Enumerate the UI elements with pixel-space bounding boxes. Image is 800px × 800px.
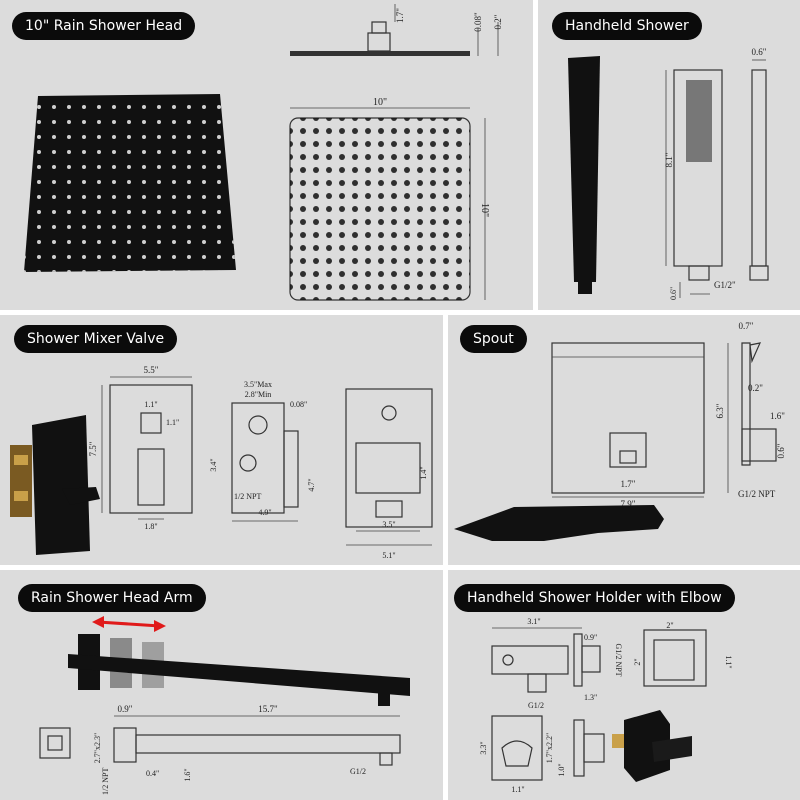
handheld-side-view: [751, 69, 767, 267]
spout-title: Spout: [460, 325, 527, 353]
dim-min: 2.8"Min: [245, 390, 272, 399]
dim-d51: 5.1": [382, 551, 395, 560]
dim-d11b: 1.1": [511, 785, 524, 794]
arm-end-view: [39, 727, 71, 759]
dim-length: 15.7": [258, 704, 278, 714]
dim-d2b: 2": [633, 658, 642, 665]
handheld-shower-drawing: 8.1" 0.6" 0.6" G1/2": [568, 47, 769, 300]
dim-d008: 0.08": [290, 400, 307, 409]
dim-max: 3.5"Max: [244, 380, 272, 389]
dim-top: 0.7": [739, 321, 754, 331]
valve-photo: [32, 415, 90, 555]
dim-g12: G1/2: [350, 767, 366, 776]
dim-d10: 1.0": [557, 763, 566, 776]
dim-npt: 1/2 NPT: [101, 768, 110, 795]
dim-d34: 3.4": [209, 458, 218, 471]
shower-mixer-valve-title: Shower Mixer Valve: [14, 325, 178, 353]
dim-width: 7.9": [621, 499, 636, 509]
dim-plate-h: 7.5": [88, 441, 98, 456]
arm-side-view: [113, 727, 137, 763]
mixer-valve-drawing: 5.5" 7.5" 1.1" 1.1" 1.8" 3.5"Max 2.8"Min…: [10, 365, 433, 560]
valve-back-view: [345, 388, 433, 528]
dim-depth: 0.6": [752, 47, 767, 57]
rain-shower-head-arm-title: Rain Shower Head Arm: [18, 584, 206, 612]
dim-base: 0.6": [669, 287, 678, 300]
spout-photo: [454, 505, 664, 541]
rain-shower-head-drawing: 1.7" 0.08" 0.2" 10" 10": [24, 4, 503, 301]
dim-thk-top: 1.7": [395, 8, 405, 23]
dim-d11: 1.1": [724, 655, 733, 668]
panel-shower-mixer-valve: Shower Mixer Valve 5.5" 7.5" 1.1" 1.1" 1…: [0, 315, 443, 565]
rain-head-side-view: [290, 51, 470, 56]
panel-rain-shower-head: 10" Rain Shower Head 1.7" 0.08" 0.2" 10"…: [0, 0, 533, 310]
dim-thk-a: 0.08": [473, 12, 483, 32]
dim-d33: 3.3": [479, 741, 488, 754]
dim-d31: 3.1": [527, 617, 540, 626]
dim-length: 8.1": [664, 152, 674, 167]
spout-side-view: [741, 342, 751, 466]
dim-d02: 0.2": [748, 383, 763, 393]
panel-rain-shower-head-arm: Rain Shower Head Arm 0.9" 15.7" 2.7"x2.3…: [0, 570, 443, 800]
dim-npt: 1/2 NPT: [234, 492, 261, 501]
dim-height: 10": [479, 203, 490, 217]
dim-d04: 0.4": [146, 769, 159, 778]
dim-width: 10": [373, 97, 387, 108]
dim-g12npt: G1/2 NPT: [614, 643, 623, 676]
dim-g12: G1/2: [528, 701, 544, 710]
dim-thread: G1/2": [714, 280, 736, 290]
dim-d14: 1.4": [419, 466, 428, 479]
dim-d47: 4.7": [307, 478, 316, 491]
spout-drawing: 1.7" 7.9" 6.3" 0.7" 0.2" 1.6" 0.6" G1/2 …: [454, 321, 786, 541]
dim-btn-h: 1.1": [166, 418, 179, 427]
holder-title: Handheld Shower Holder with Elbow: [454, 584, 735, 612]
dim-d2: 2": [666, 621, 673, 630]
holder-drawing: 3.1" 0.9" G1/2 NPT G1/2 1.3" 2" 2" 1.1" …: [479, 617, 733, 794]
dim-d27: 2.7"x2.3": [93, 733, 102, 764]
arm-photo: [68, 654, 410, 696]
spout-front-view: [551, 342, 705, 494]
handheld-photo: [568, 56, 600, 282]
dim-height: 6.3": [715, 403, 725, 418]
red-arrow: [97, 620, 161, 628]
dim-plate-w: 5.5": [144, 365, 159, 375]
dim-d09: 0.9": [584, 633, 597, 642]
dim-lever-w: 1.8": [144, 522, 157, 531]
dim-d16: 1.6": [770, 411, 785, 421]
dim-d49: 4.9": [258, 508, 271, 517]
dim-d16: 1.6": [183, 768, 192, 781]
handheld-shower-title: Handheld Shower: [552, 12, 702, 40]
valve-front-view: [109, 384, 193, 514]
dim-notch: 1.7": [621, 479, 636, 489]
panel-holder-with-elbow: Handheld Shower Holder with Elbow 3.1" 0…: [448, 570, 800, 800]
panel-spout: Spout 1.7" 7.9" 6.3" 0.7" 0.2" 1.6" 0.6"…: [448, 315, 800, 565]
holder-photo: [624, 710, 670, 782]
dim-d35: 3.5": [382, 520, 395, 529]
holder-side-view: [491, 715, 543, 781]
dim-npt: G1/2 NPT: [738, 489, 776, 499]
panel-handheld-shower: Handheld Shower 8.1" 0.6" 0.6" G1/2": [538, 0, 800, 310]
dim-d09: 0.9": [118, 704, 133, 714]
dim-d13: 1.3": [584, 693, 597, 702]
dim-thk-b: 0.2": [493, 14, 503, 29]
dim-d17: 1.7"x2.2": [545, 733, 554, 764]
holder-end-view: [643, 629, 707, 687]
rain-shower-head-title: 10" Rain Shower Head: [12, 12, 196, 40]
dim-d06: 0.6": [776, 443, 786, 458]
dim-btn-w: 1.1": [144, 400, 157, 409]
shower-arm-drawing: 0.9" 15.7" 2.7"x2.3" 1/2 NPT 0.4" 1.6" G…: [39, 616, 410, 795]
